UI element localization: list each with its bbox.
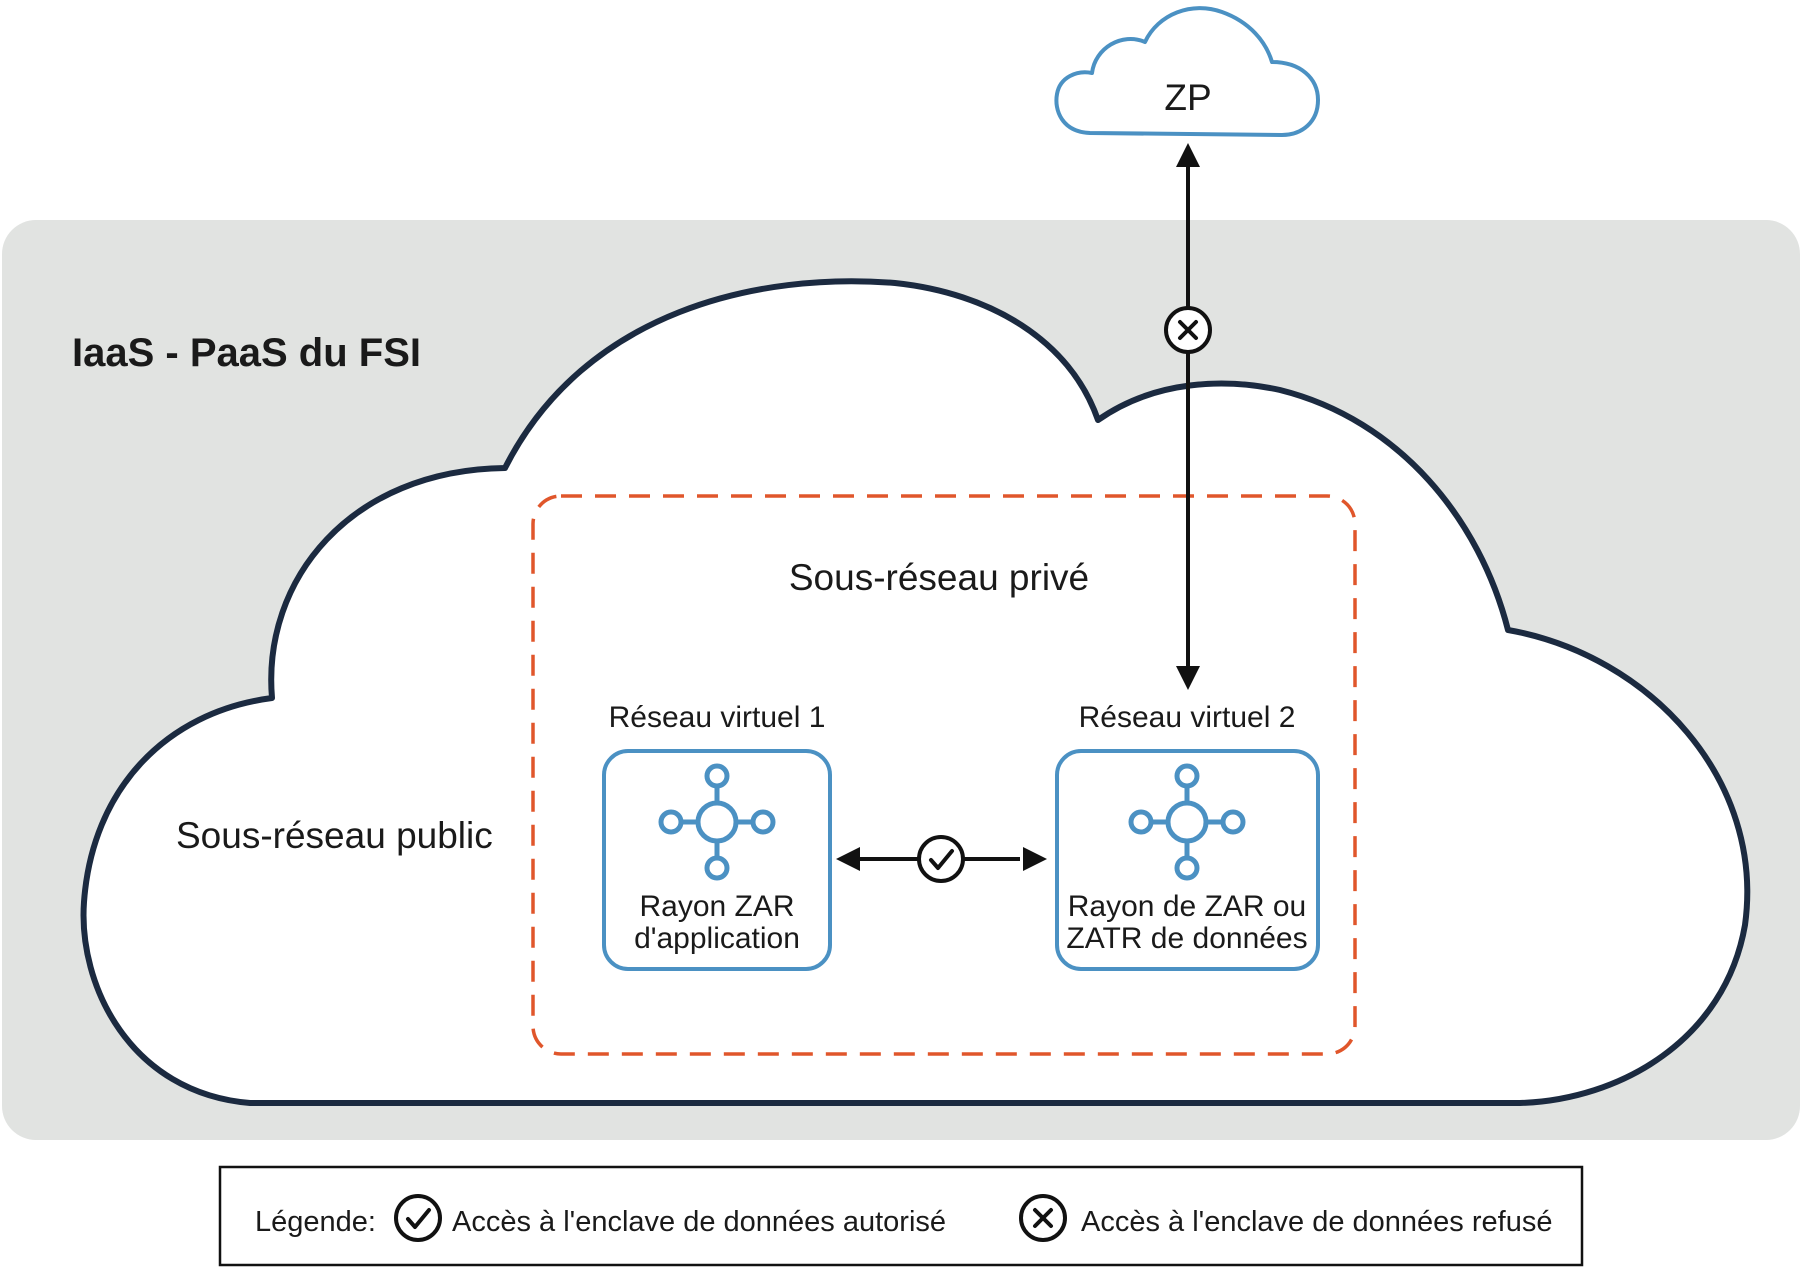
vnet2-box: Rayon de ZAR ou ZATR de données xyxy=(1055,749,1320,971)
public-cloud-shape xyxy=(80,278,1751,1106)
public-subnet-label: Sous-réseau public xyxy=(176,815,493,856)
provider-label: IaaS - PaaS du FSI xyxy=(72,331,421,375)
vnet1-line2: d'application xyxy=(634,922,800,955)
legend-box xyxy=(218,1165,1584,1267)
legend-title: Légende: xyxy=(255,1206,376,1238)
legend-refused: Accès à l'enclave de données refusé xyxy=(1081,1206,1552,1238)
vnet2-line2: ZATR de données xyxy=(1066,922,1307,955)
vnet1-line1: Rayon ZAR xyxy=(639,890,794,923)
vnet2-line1: Rayon de ZAR ou xyxy=(1068,890,1306,923)
legend-check-icon xyxy=(394,1194,442,1242)
zp-cloud-shape xyxy=(1054,6,1320,137)
private-subnet-label: Sous-réseau privé xyxy=(789,557,1089,598)
legend-cross-icon xyxy=(1019,1194,1067,1242)
check-circle-icon xyxy=(917,835,965,883)
cross-circle-icon xyxy=(1164,306,1212,354)
zp-connection-arrow xyxy=(1176,143,1200,690)
vnet2-title: Réseau virtuel 2 xyxy=(1079,701,1296,734)
vnet1-title: Réseau virtuel 1 xyxy=(609,701,826,734)
vnet1-box: Rayon ZAR d'application xyxy=(602,749,832,971)
legend-authorized: Accès à l'enclave de données autorisé xyxy=(452,1206,946,1238)
zp-label: ZP xyxy=(1164,77,1211,118)
private-subnet-region xyxy=(531,494,1357,1056)
